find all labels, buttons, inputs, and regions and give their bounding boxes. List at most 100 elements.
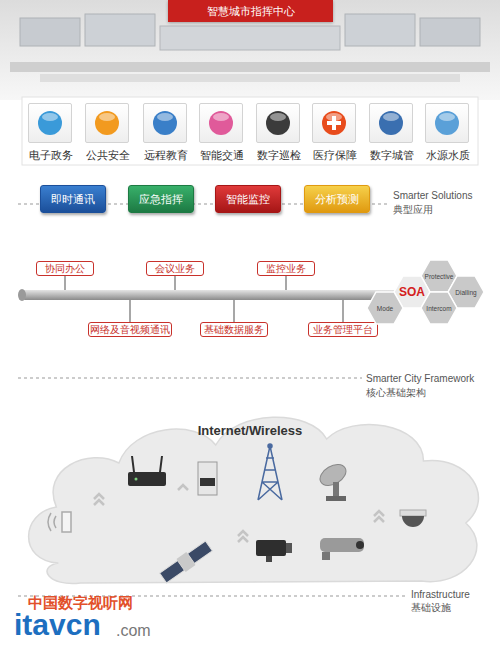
soa-hexagon: Mode xyxy=(367,292,403,324)
icon-highlight xyxy=(99,113,115,121)
layer-name: Infrastructure xyxy=(411,589,470,600)
bus-leader xyxy=(174,276,176,290)
bullet-camera-device xyxy=(322,552,330,560)
node-text: 业务管理平台 xyxy=(313,323,373,337)
app-label: 数字巡检 xyxy=(243,149,315,163)
bus-leader xyxy=(129,300,131,322)
node-text: 智慧城市指挥中心 xyxy=(207,4,295,19)
command-center-photo xyxy=(420,18,480,46)
solution-button: 智能监控 xyxy=(215,185,281,213)
flow-chevron xyxy=(178,485,188,490)
tower-device xyxy=(268,444,272,448)
satellite-device xyxy=(187,541,212,563)
layer-name: 基础设施 xyxy=(411,601,451,615)
layer-divider xyxy=(18,378,362,379)
sensor-device xyxy=(48,513,56,531)
tower-device xyxy=(258,444,282,500)
icon-highlight xyxy=(157,113,173,121)
camera-device xyxy=(286,543,292,553)
satellite-device xyxy=(158,539,213,584)
cloud-shape xyxy=(29,417,479,583)
service-tag: 基础数据服务 xyxy=(200,322,268,337)
node-text: 协同办公 xyxy=(45,262,85,276)
soa-hexagon: Intercom xyxy=(421,292,457,324)
bus-leader xyxy=(233,300,235,322)
router-device xyxy=(128,456,166,486)
tower-device xyxy=(258,446,282,500)
sensor-device xyxy=(48,512,71,532)
node-text: 基础数据服务 xyxy=(204,323,264,337)
service-tag: 网络及音视频通讯 xyxy=(88,322,172,337)
node-text: Protective xyxy=(425,273,454,280)
command-center-photo xyxy=(0,0,500,100)
app-box: 数字城管 xyxy=(369,103,413,143)
command-center-photo xyxy=(10,62,490,72)
network-cloud: Internet/Wireless xyxy=(18,405,482,590)
camera-device xyxy=(266,556,272,562)
service-tag: 会议业务 xyxy=(146,261,204,276)
bus-leader xyxy=(64,276,66,290)
app-box: 水源水质 xyxy=(425,103,469,143)
app-box: 电子政务 xyxy=(28,103,72,143)
icon-highlight xyxy=(383,113,399,121)
camera-device xyxy=(256,540,286,556)
dish-device xyxy=(316,460,349,501)
node-text: Mode xyxy=(377,305,393,312)
router-device xyxy=(132,456,134,472)
sensor-device xyxy=(62,512,71,532)
command-center-photo xyxy=(345,14,415,46)
app-label: 远程教育 xyxy=(130,149,202,163)
app-icon xyxy=(322,111,346,135)
satellite-device xyxy=(160,561,185,583)
icon-panel xyxy=(22,97,478,165)
app-box: 智能交通 xyxy=(199,103,243,143)
router-device xyxy=(128,472,166,486)
node-text: 监控业务 xyxy=(266,262,306,276)
node-text: Internet/Wireless xyxy=(198,423,303,438)
bullet-camera-device xyxy=(356,541,364,549)
command-center-photo xyxy=(0,0,500,100)
command-center-photo xyxy=(20,18,80,46)
bus-leader xyxy=(65,276,343,322)
icon-highlight xyxy=(270,113,286,121)
flow-chevron xyxy=(374,511,384,522)
server-device xyxy=(200,478,215,486)
dome-camera-device xyxy=(402,516,424,527)
service-bus xyxy=(20,290,405,300)
node-text: Intercom xyxy=(426,305,451,312)
icon-highlight xyxy=(42,113,58,121)
app-icon xyxy=(209,111,233,135)
hexagon-shape xyxy=(421,292,457,324)
flow-chevron xyxy=(94,494,104,505)
icon-panel xyxy=(22,97,478,165)
router-device xyxy=(160,456,162,472)
server-device xyxy=(198,462,217,495)
app-icon xyxy=(153,111,177,135)
node-text: SOA xyxy=(399,285,425,299)
command-center-photo xyxy=(40,74,460,82)
service-tag: 业务管理平台 xyxy=(308,322,378,337)
hexagon-shape xyxy=(367,292,403,324)
app-icon xyxy=(266,111,290,135)
watermark: itavcn xyxy=(14,608,101,642)
app-icon xyxy=(95,111,119,135)
app-icon xyxy=(379,111,403,135)
app-box: 远程教育 xyxy=(143,103,187,143)
bullet-camera-device xyxy=(320,538,364,560)
node-text: 分析预测 xyxy=(315,192,359,207)
node-text: 即时通讯 xyxy=(51,192,95,207)
layer-name: Smarter Solutions xyxy=(393,190,472,201)
flow-chevron xyxy=(238,531,248,542)
solution-button: 应急指挥 xyxy=(128,185,194,213)
icon-glyph xyxy=(327,121,341,125)
flow-chevron xyxy=(94,485,384,542)
layer-name: 核心基础架构 xyxy=(366,386,426,400)
icon-glyph xyxy=(327,116,341,130)
service-bus xyxy=(18,289,26,301)
solution-button: 即时通讯 xyxy=(40,185,106,213)
watermark: 中国数字视听网 xyxy=(28,594,133,613)
icon-highlight xyxy=(439,113,455,121)
router-device xyxy=(135,478,138,481)
camera-device xyxy=(256,540,292,562)
